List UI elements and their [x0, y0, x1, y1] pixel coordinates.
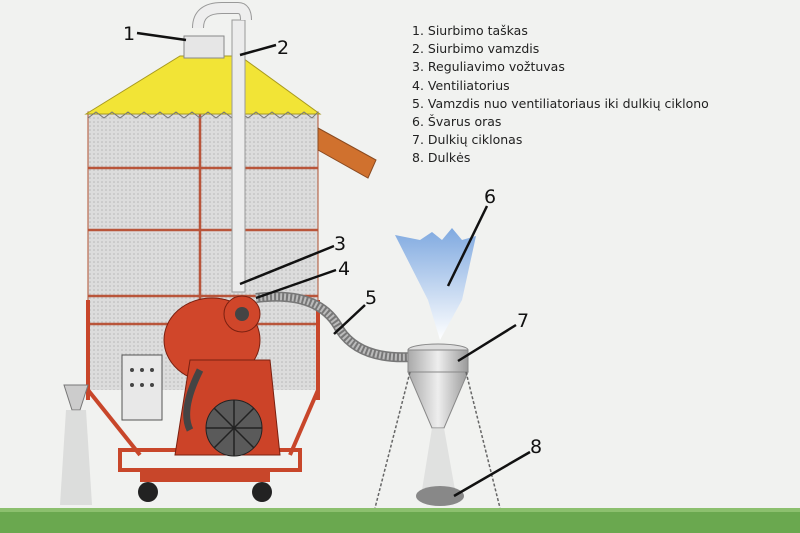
dust-cyclone [374, 343, 501, 509]
clean-air [395, 228, 476, 340]
legend-item: 6. Švarus oras [412, 114, 502, 130]
callout-1: 1 [123, 23, 135, 45]
legend-item: 7. Dulkių ciklonas [412, 132, 523, 148]
dust-pile [416, 486, 464, 506]
callout-6: 6 [484, 186, 496, 208]
legend-item: 2. Siurbimo vamzdis [412, 41, 540, 57]
legend-item: 4. Ventiliatorius [412, 77, 510, 93]
legend-item: 8. Dulkės [412, 150, 471, 166]
ground-grass [0, 510, 800, 533]
callout-2: 2 [277, 37, 289, 59]
control-panel [121, 354, 163, 421]
callout-8: 8 [530, 436, 542, 458]
silo-roof [84, 55, 322, 115]
suction-pipe [231, 19, 246, 293]
callout-5: 5 [365, 287, 377, 309]
wheel [252, 482, 272, 502]
legend-item: 3. Reguliavimo vožtuvas [412, 59, 565, 75]
callout-7: 7 [517, 310, 529, 332]
silo [60, 1, 377, 505]
suction-point [183, 35, 225, 59]
callout-4: 4 [338, 258, 350, 280]
wheel [138, 482, 158, 502]
callout-3: 3 [334, 233, 346, 255]
legend: 1. Siurbimo taškas 2. Siurbimo vamzdis 3… [412, 22, 709, 168]
callout-lines [136, 31, 531, 498]
legend-item: 1. Siurbimo taškas [412, 23, 528, 38]
discharge-auger [317, 127, 377, 179]
legend-item: 5. Vamzdis nuo ventiliatoriaus iki dulki… [412, 95, 709, 111]
ground-edge [0, 508, 800, 512]
